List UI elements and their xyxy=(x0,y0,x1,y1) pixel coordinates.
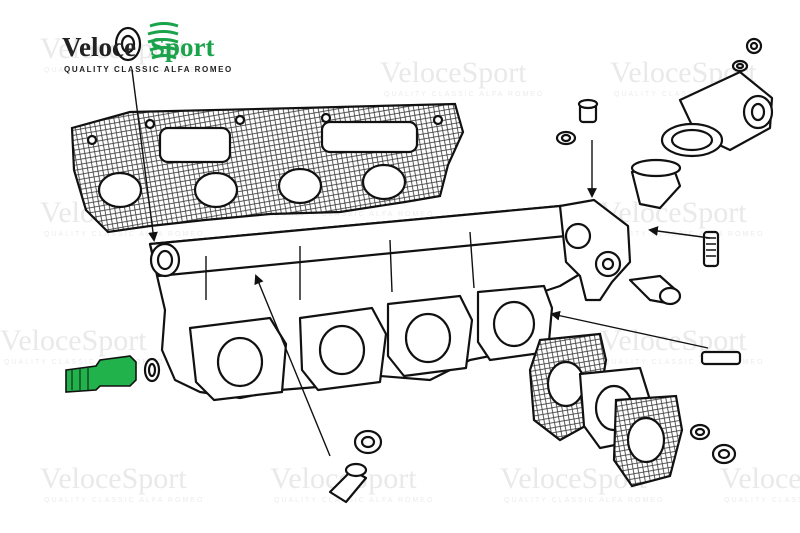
temperature-sender xyxy=(628,274,682,306)
thermostat xyxy=(630,158,682,210)
logo-word-left: Veloce xyxy=(62,32,136,62)
watermark-text: VeloceSport xyxy=(0,324,147,357)
small-nut xyxy=(745,37,763,55)
coil-spring-icon xyxy=(147,22,179,60)
washer-top xyxy=(555,130,577,146)
watermark: VeloceSport QUALITY CLASSIC ALFA ROMEO xyxy=(40,462,204,504)
stud-lower xyxy=(700,350,742,366)
watermark-tagline: QUALITY CLASSIC ALFA ROMEO xyxy=(44,231,204,238)
watermark-tagline: QUALITY CLASSIC ALFA ROMEO xyxy=(274,497,434,504)
hose-union-bottom xyxy=(328,462,368,504)
logo-word-right: Sport xyxy=(150,32,215,62)
washer-bottom xyxy=(353,429,383,455)
watermark-tagline: QUALITY CLASSIC ALFA ROMEO xyxy=(4,359,164,366)
watermark-tagline: QUALITY CLASSIC ALFA ROMEO xyxy=(504,497,664,504)
plug-top xyxy=(577,98,599,124)
carb-gasket-outer xyxy=(612,394,684,488)
veloce-sport-logo: Veloce Sport QUALITY CLASSIC ALFA ROMEO xyxy=(62,22,233,74)
leader-lines xyxy=(131,69,711,457)
watermark-text: VeloceSport xyxy=(720,462,800,495)
logo-tagline: QUALITY CLASSIC ALFA ROMEO xyxy=(64,65,233,74)
watermark: VeloceSport QUALITY CLASSIC ALFA ROMEO xyxy=(720,462,800,504)
union-washer xyxy=(143,357,161,383)
watermark: VeloceSport QUALITY CLASSIC ALFA ROMEO xyxy=(380,56,544,98)
watermark-tagline: QUALITY CLASSIC ALFA ROMEO xyxy=(384,91,544,98)
watermark-tagline: QUALITY CLASSIC ALFA ROMEO xyxy=(604,359,764,366)
watermark-tagline: QUALITY CLASSIC ALFA ROMEO xyxy=(724,497,800,504)
manifold-gasket xyxy=(70,102,465,234)
nut-lower xyxy=(711,443,737,465)
intake-manifold xyxy=(148,198,632,402)
nut-lower xyxy=(689,423,711,441)
stud-right xyxy=(702,230,720,268)
thermostat-gasket xyxy=(660,122,724,158)
small-washer xyxy=(731,59,749,73)
watermark: VeloceSport QUALITY CLASSIC ALFA ROMEO xyxy=(0,324,164,366)
watermark-text: VeloceSport xyxy=(40,462,187,495)
banjo-plug xyxy=(114,26,142,62)
highlighted-union-fitting xyxy=(65,355,137,393)
watermark-tagline: QUALITY CLASSIC ALFA ROMEO xyxy=(44,497,204,504)
watermark-tagline: QUALITY CLASSIC ALFA ROMEO xyxy=(44,67,204,74)
watermark-text: VeloceSport xyxy=(380,56,527,89)
watermark-tagline: QUALITY CLASSIC ALFA ROMEO xyxy=(274,211,434,218)
